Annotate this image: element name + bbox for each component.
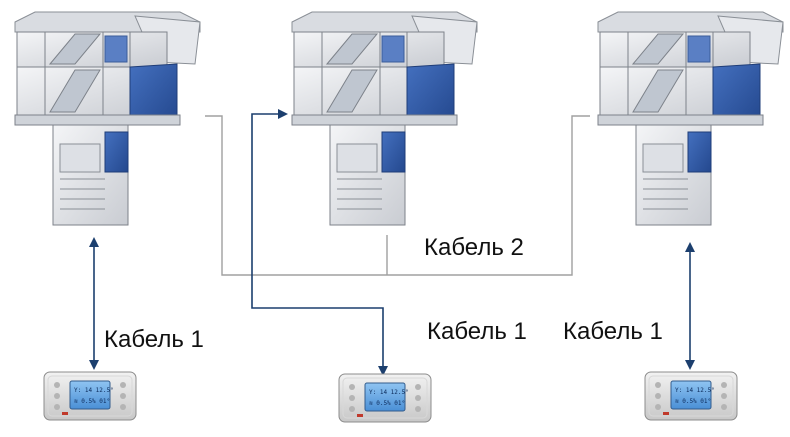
- svg-text:Y: 14 12.5°: Y: 14 12.5°: [675, 387, 715, 394]
- cable-1-label-left: Кабель 1: [104, 326, 204, 353]
- cable-2-label: Кабель 2: [424, 234, 524, 261]
- cable-1-label-middle: Кабель 1: [427, 318, 527, 345]
- controller-panel-right: Y: 14 12.5° ≋ 0.5% 01°: [644, 371, 738, 421]
- ventilation-unit-right: [597, 11, 784, 226]
- ventilation-unit-left: [14, 11, 201, 226]
- controller-panel-middle: Y: 14 12.5° ≋ 0.5% 01°: [338, 373, 432, 423]
- svg-text:≋ 0.5% 01°: ≋ 0.5% 01°: [675, 398, 711, 405]
- cable-1-label-right: Кабель 1: [563, 318, 663, 345]
- ventilation-unit-middle: [291, 11, 478, 226]
- svg-text:≋ 0.5% 01°: ≋ 0.5% 01°: [369, 400, 405, 407]
- svg-text:Y: 14 12.5°: Y: 14 12.5°: [74, 387, 114, 394]
- cable-1-middle-arrow: [251, 109, 388, 376]
- svg-text:≋ 0.5% 01°: ≋ 0.5% 01°: [74, 398, 110, 405]
- controller-panel-left: Y: 14 12.5° ≋ 0.5% 01°: [43, 371, 137, 421]
- svg-text:Y: 14 12.5°: Y: 14 12.5°: [369, 389, 409, 396]
- cable-2-line: [205, 115, 590, 276]
